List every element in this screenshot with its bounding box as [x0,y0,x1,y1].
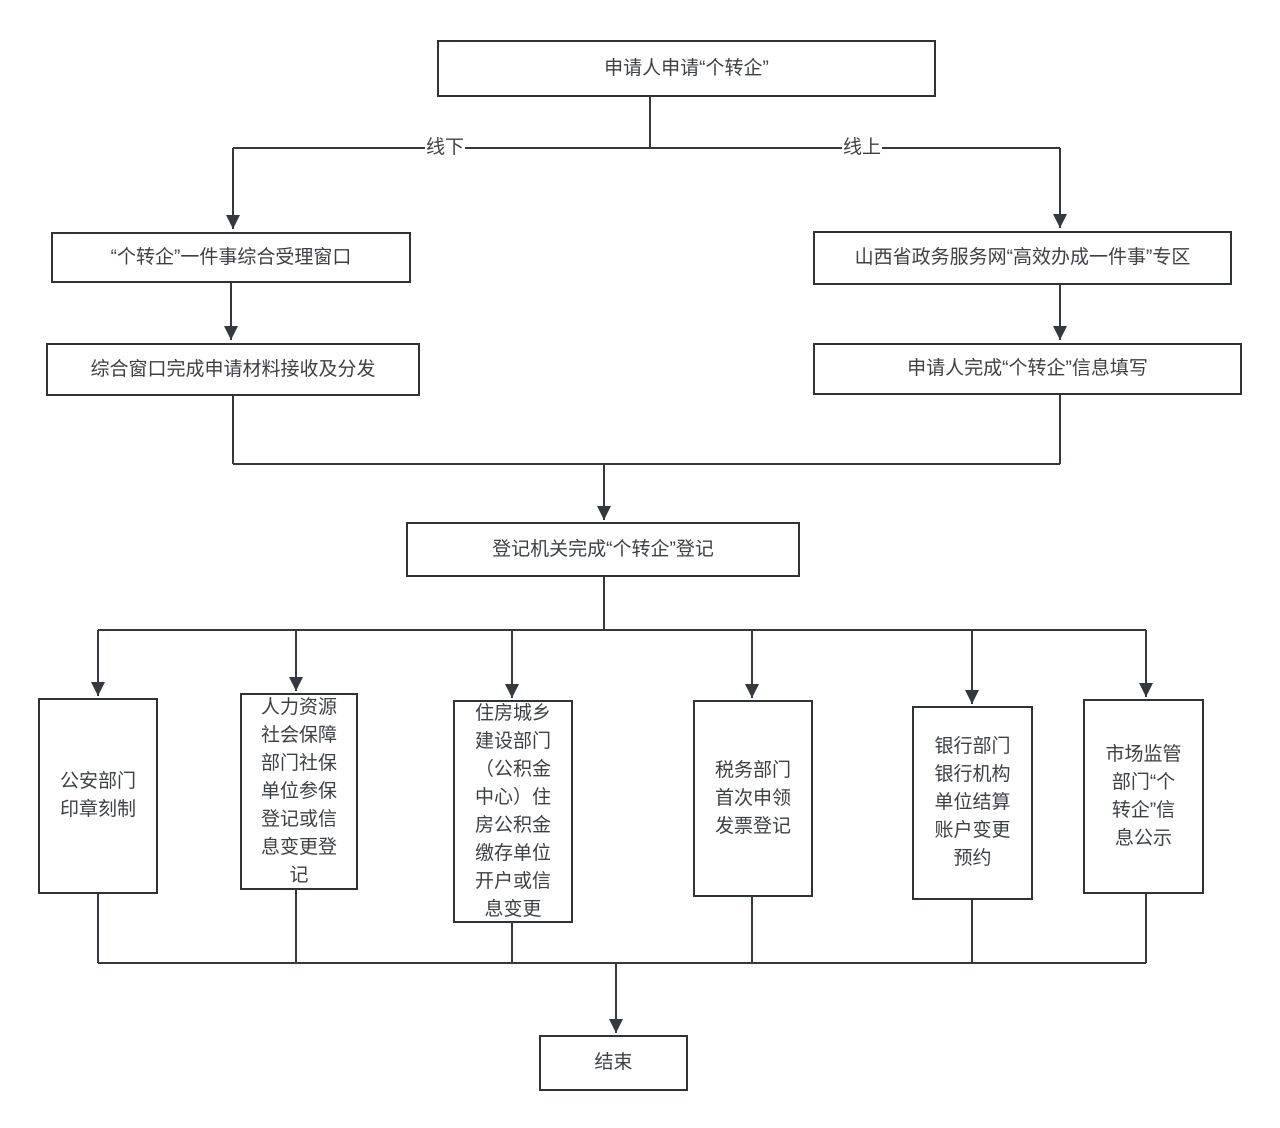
flow-node-police: 公安部门 印章刻制 [38,698,158,894]
edge-label-offline: 线下 [424,137,466,159]
edge-label-online: 线上 [841,137,883,159]
flow-node-bank: 银行部门 银行机构 单位结算 账户变更 预约 [912,706,1033,900]
flow-node-apply: 申请人申请“个转企” [437,40,936,97]
connector-group [91,97,1153,1033]
flow-node-online-fill: 申请人完成“个转企”信息填写 [813,343,1242,395]
flow-node-market-regulation: 市场监管 部门“个 转企”信 息公示 [1083,699,1204,894]
flow-node-offline-window: “个转企”一件事综合受理窗口 [51,232,411,283]
flow-node-social-security: 人力资源 社会保障 部门社保 单位参保 登记或信 息变更登 记 [240,693,358,890]
flow-node-tax: 税务部门 首次申领 发票登记 [693,700,813,897]
flow-node-end: 结束 [539,1035,688,1091]
flow-node-offline-dispatch: 综合窗口完成申请材料接收及分发 [46,343,420,396]
flow-node-online-zone: 山西省政务服务网“高效办成一件事”专区 [813,231,1232,285]
flow-node-housing-fund: 住房城乡 建设部门 （公积金 中心）住 房公积金 缴存单位 开户或信 息变更 [453,700,573,923]
flow-node-register: 登记机关完成“个转企”登记 [406,522,800,577]
